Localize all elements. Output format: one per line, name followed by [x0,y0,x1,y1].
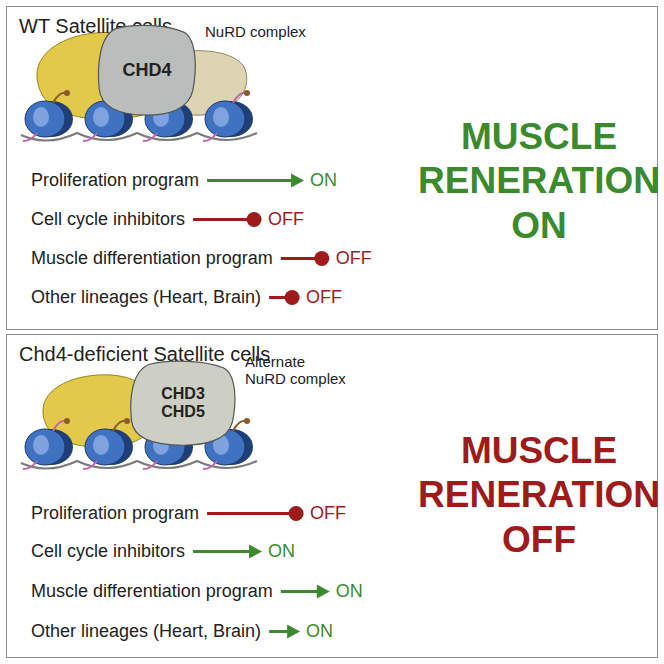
panel-heading: Chd4-deficient Satellite cells [19,343,270,366]
state-label: OFF [336,248,372,269]
program-label: Muscle differentiation program [31,581,273,602]
inhibition-line [269,290,300,305]
inhibition-line [193,212,262,227]
state-label: ON [268,541,295,562]
program-label: Cell cycle inhibitors [31,541,185,562]
activation-arrow [193,545,262,559]
program-label: Proliferation program [31,170,199,191]
activation-arrow [207,174,304,188]
protein-complex: CHD4 [95,23,199,117]
state-label: ON [336,581,363,602]
program-label: Cell cycle inhibitors [31,209,185,230]
outcome-text: MUSCLE RENERATION ON [399,115,664,248]
program-label: Muscle differentiation program [31,248,273,269]
activation-arrow [281,585,330,599]
complex-label: CHD3 CHD5 [155,385,211,421]
panel: Chd4-deficient Satellite cellsMUSCLE REN… [6,334,658,658]
state-label: ON [306,621,333,642]
inhibition-line [281,251,330,266]
state-label: ON [310,170,337,191]
activation-arrow [269,625,300,639]
program-label: Other lineages (Heart, Brain) [31,621,261,642]
protein-complex: CHD3 CHD5 [127,359,239,447]
annotation-label: Alternate NuRD complex [245,353,349,387]
state-label: OFF [306,287,342,308]
outcome-text: MUSCLE RENERATION OFF [399,429,664,562]
program-label: Other lineages (Heart, Brain) [31,287,261,308]
program-label: Proliferation program [31,503,199,524]
annotation-label: NuRD complex [205,23,306,40]
state-label: OFF [310,503,346,524]
state-label: OFF [268,209,304,230]
complex-label: CHD4 [107,60,187,81]
inhibition-line [207,506,304,521]
panel: WT Satellite cellsMUSCLE RENERATION ONCH… [6,6,658,330]
